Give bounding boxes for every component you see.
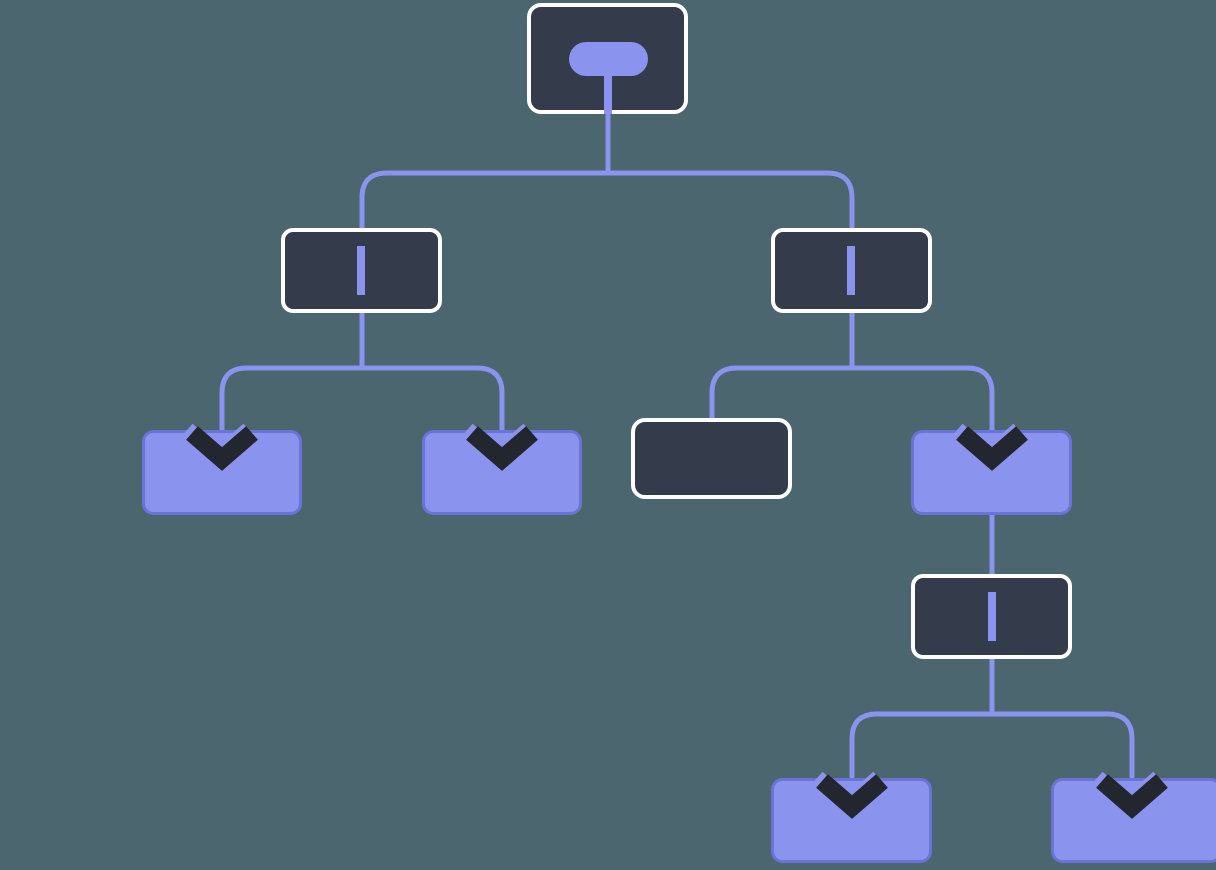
chevron-down-icon (466, 426, 538, 471)
edge-path (709, 313, 855, 418)
arrowhead-arrow-l5-b (1093, 771, 1168, 819)
node-root[interactable] (527, 3, 688, 114)
edge-path (219, 313, 365, 440)
arrowhead-arrow-l3-a (183, 423, 258, 471)
edge-path (359, 313, 505, 440)
node-l3-a[interactable] (142, 430, 302, 515)
node-body[interactable] (631, 418, 792, 499)
chevron-down-icon (956, 426, 1028, 471)
edge-root-to-l2-right (605, 114, 855, 313)
node-inner-pill (569, 42, 648, 76)
node-l3-c[interactable] (631, 418, 792, 499)
node-body[interactable] (911, 430, 1072, 515)
node-l5-a[interactable] (771, 778, 932, 863)
node-inner-bar (357, 246, 365, 295)
edge-path (989, 659, 1135, 788)
node-l3-d[interactable] (911, 430, 1072, 515)
edge-l2-left-to-l3-a (219, 313, 365, 440)
edge-l4-to-l5-b (989, 659, 1135, 788)
edge-l2-right-to-l3-d (849, 313, 995, 440)
edge-l2-right-to-l3-c (709, 313, 855, 418)
node-body[interactable] (422, 430, 582, 515)
node-l4[interactable] (911, 574, 1072, 659)
node-body[interactable] (142, 430, 302, 515)
chevron-down-icon (1096, 774, 1168, 819)
nodes-layer (142, 3, 1216, 863)
node-inner-stem (604, 76, 612, 114)
node-l5-b[interactable] (1051, 778, 1216, 863)
node-body[interactable] (771, 778, 932, 863)
edge-l2-left-to-l3-b (359, 313, 505, 440)
chevron-down-icon (186, 426, 258, 471)
node-body[interactable] (1051, 778, 1216, 863)
arrowhead-arrow-l3-d (953, 423, 1028, 471)
arrowhead-arrow-l3-b (463, 423, 538, 471)
edges-layer (219, 114, 1135, 788)
edge-path (849, 659, 995, 788)
edge-l4-to-l5-a (849, 659, 995, 788)
edge-path (849, 313, 995, 440)
edge-path (605, 114, 855, 313)
arrowhead-arrow-l5-a (813, 771, 888, 819)
node-l2-left[interactable] (281, 228, 442, 313)
arrowheads-layer (183, 423, 1168, 819)
chevron-down-icon (816, 774, 888, 819)
node-l3-b[interactable] (422, 430, 582, 515)
node-inner-bar (988, 592, 996, 641)
node-l2-right[interactable] (771, 228, 932, 313)
node-inner-bar (847, 246, 855, 295)
